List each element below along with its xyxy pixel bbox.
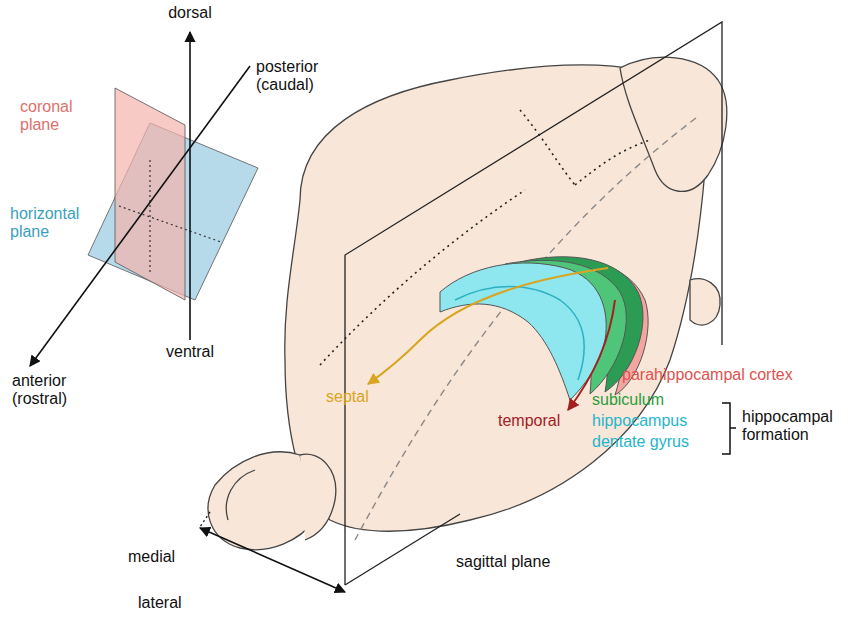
rodent-brain <box>208 57 727 549</box>
label-text: medial <box>128 548 175 566</box>
label-text: dentate gyrus <box>592 433 689 451</box>
label-text: parahippocampal cortex <box>622 366 793 384</box>
orientation-planes <box>88 88 258 300</box>
label-text: septal <box>326 388 369 406</box>
hippocampal-formation <box>440 257 648 400</box>
sagittal-plane <box>345 22 722 585</box>
orientation-axes <box>30 32 250 366</box>
label-text: dorsal <box>168 4 212 22</box>
septotemporal-arrows <box>368 268 615 410</box>
label-text: temporal <box>498 412 560 430</box>
label-text: hippocampus <box>592 412 687 430</box>
brain-surface-lines <box>200 110 700 540</box>
label-text: ventral <box>166 343 214 361</box>
label-text: posterior (caudal) <box>256 58 318 95</box>
label-text: subiculum <box>592 391 664 409</box>
label-text: horizontal plane <box>10 205 79 242</box>
label-text: anterior (rostral) <box>12 372 67 409</box>
label-text: sagittal plane <box>456 553 550 571</box>
label-text: hippocampal formation <box>742 408 833 445</box>
formation-bracket <box>722 403 736 454</box>
label-text: lateral <box>138 594 182 612</box>
medial-lateral-axis <box>200 528 345 592</box>
label-text: coronal plane <box>20 98 72 135</box>
